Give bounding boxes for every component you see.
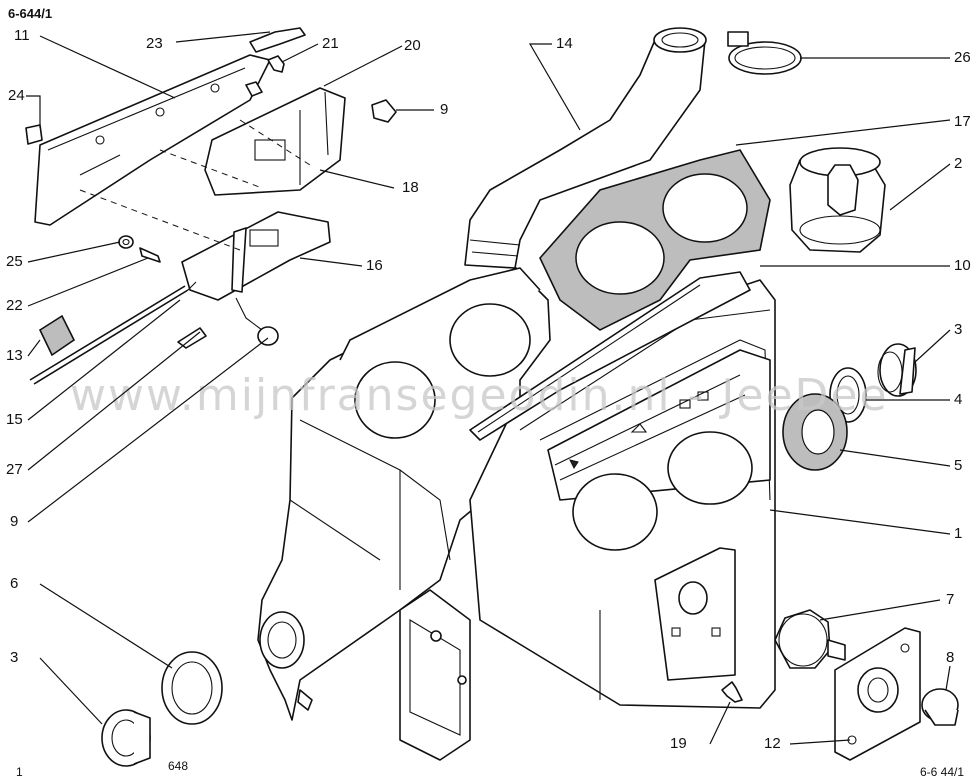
bracket-16	[181, 211, 331, 301]
callout-labels: 11 23 21 20 24 9 18 16 25 22 13 15 27 9 …	[6, 27, 971, 752]
callout-label: 7	[946, 591, 954, 608]
callout-label: 26	[954, 49, 971, 66]
front-panel	[469, 279, 776, 709]
bracket-18	[204, 87, 346, 196]
callout-label: 14	[556, 35, 573, 52]
assembly-line-3	[239, 119, 311, 166]
callout-label: 1	[954, 525, 962, 542]
screw-22	[139, 247, 161, 263]
callout-label: 6	[10, 575, 18, 592]
control-knob-7	[774, 609, 846, 669]
callout-label: 25	[6, 253, 23, 270]
bracket-11	[34, 54, 271, 226]
diagram-ref-top: 6-644/1	[8, 6, 52, 21]
air-hose	[464, 27, 707, 269]
watermark: www.mijnfransegeodin.nl - JeeDee	[70, 370, 889, 421]
screw-19	[721, 681, 743, 703]
ring-6-left	[161, 651, 223, 725]
clip-23	[249, 27, 306, 53]
callout-label: 4	[954, 391, 962, 408]
control-cable-15	[29, 281, 197, 385]
callout-label: 20	[404, 37, 421, 54]
washer-25	[118, 235, 134, 249]
plug-9-top	[371, 99, 397, 123]
page-number: 1	[16, 765, 23, 779]
callout-label: 21	[322, 35, 339, 52]
air-vent	[789, 147, 886, 253]
callout-label: 8	[946, 649, 954, 666]
callout-label: 11	[14, 27, 30, 44]
clip-24	[25, 124, 43, 145]
foam-insulator	[539, 149, 771, 331]
ring-3-left	[101, 709, 151, 767]
knob-9-lower	[235, 297, 279, 346]
callout-label: 13	[6, 347, 23, 364]
knob-plate-12	[834, 627, 921, 761]
knob-8	[921, 688, 959, 726]
callout-label: 17	[954, 113, 971, 130]
console-housing	[257, 267, 551, 761]
callout-label: 22	[6, 297, 23, 314]
callout-label: 27	[6, 461, 23, 478]
gasket-strip	[469, 271, 751, 441]
assembly-line-1	[79, 189, 241, 251]
callout-label: 5	[954, 457, 962, 474]
diagram-ref-bottom: 6-6 44/1	[920, 765, 964, 779]
callout-label: 3	[954, 321, 962, 338]
callout-label: 9	[10, 513, 18, 530]
callout-label: 19	[670, 735, 687, 752]
sleeve-13	[38, 314, 76, 357]
leader-lines	[26, 31, 951, 745]
callout-label: 23	[146, 35, 163, 52]
callout-label: 2	[954, 155, 962, 172]
drawing-code: 648	[168, 759, 188, 773]
callout-label: 18	[402, 179, 419, 196]
hose-clip	[727, 31, 802, 75]
callout-label: 3	[10, 649, 18, 666]
ring-3-right	[877, 343, 917, 397]
callout-label: 15	[6, 411, 23, 428]
callout-label: 9	[440, 101, 448, 118]
callout-label: 12	[764, 735, 781, 752]
assembly-line-2	[159, 149, 263, 189]
foam-ring-5	[782, 393, 848, 471]
callout-label: 10	[954, 257, 971, 274]
callout-label: 24	[8, 87, 25, 104]
screw-21	[245, 55, 285, 97]
callout-label: 16	[366, 257, 383, 274]
